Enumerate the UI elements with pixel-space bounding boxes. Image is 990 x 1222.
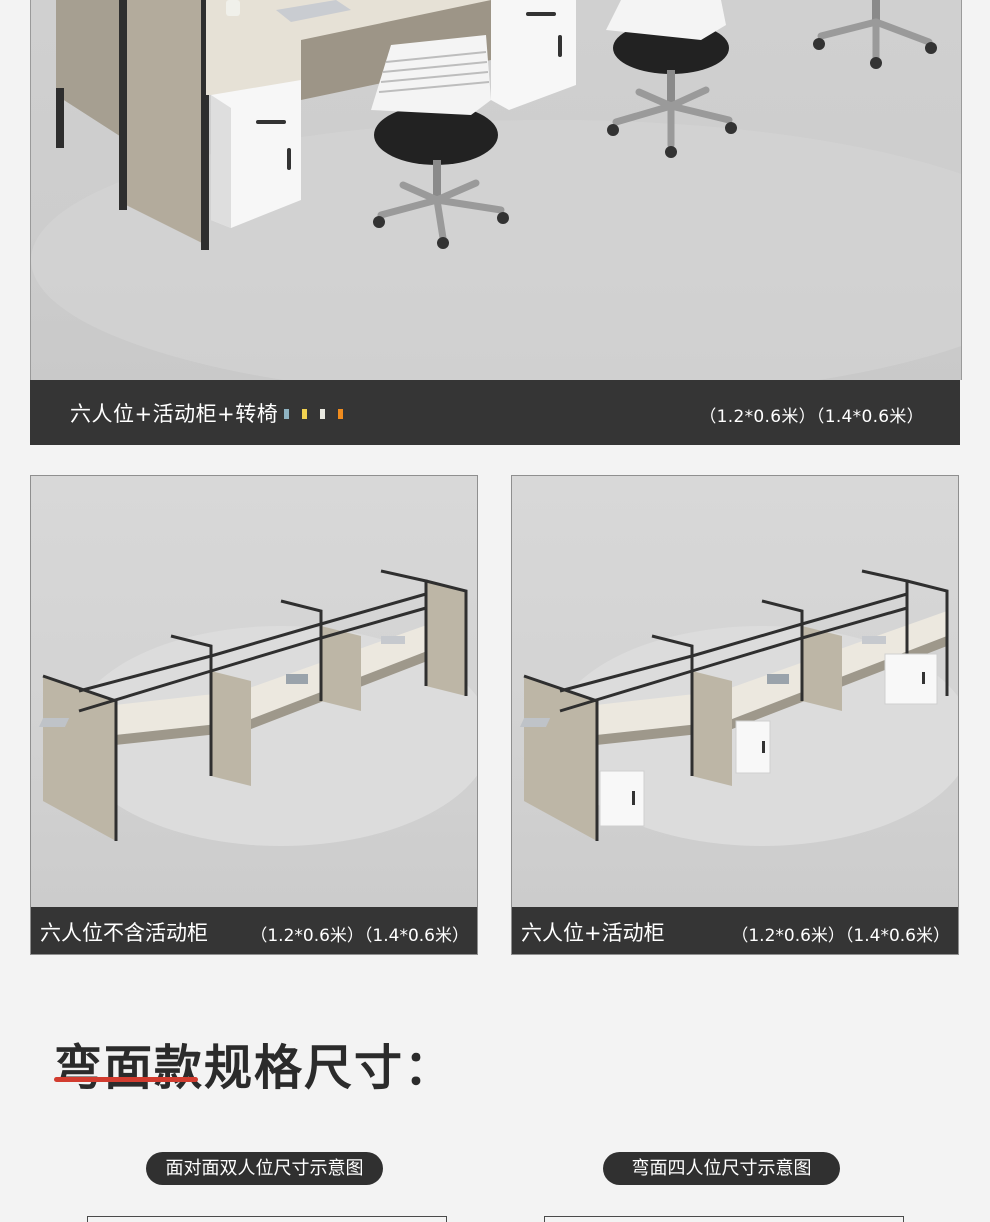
- color-swatches: [284, 409, 343, 419]
- diagram-label-face-to-face: 面对面双人位尺寸示意图: [146, 1152, 383, 1185]
- mobile-pedestal: [599, 653, 938, 827]
- hero-product-photo: [30, 0, 962, 380]
- panel-sizes: （1.2*0.6米）（1.4*0.6米）: [250, 926, 469, 946]
- office-chair: [606, 0, 737, 158]
- hero-sizes: （1.2*0.6米）（1.4*0.6米）: [699, 407, 924, 427]
- diagram-frame: [544, 1216, 904, 1222]
- panel-caption-bar: 六人位+活动柜 （1.2*0.6米）（1.4*0.6米）: [512, 907, 958, 954]
- color-swatch: [284, 409, 289, 419]
- product-panel-with-cabinet: 六人位+活动柜 （1.2*0.6米）（1.4*0.6米）: [511, 475, 959, 955]
- panel-caption-bar: 六人位不含活动柜 （1.2*0.6米）（1.4*0.6米）: [31, 907, 477, 954]
- workstation-illustration: [519, 569, 958, 846]
- diagram-frame: [87, 1216, 447, 1222]
- panel-caption: 六人位+活动柜: [521, 921, 665, 945]
- spec-heading: 弯面款规格尺寸：: [54, 1040, 455, 1096]
- hero-caption-bar: 六人位+活动柜+转椅 （1.2*0.6米）（1.4*0.6米）: [30, 380, 960, 445]
- heading-accent-underline: [54, 1077, 198, 1082]
- desk-cluster: [56, 0, 576, 250]
- color-swatch: [320, 409, 325, 419]
- diagram-label-curved-four: 弯面四人位尺寸示意图: [603, 1152, 840, 1185]
- product-photo: [31, 476, 477, 907]
- color-swatch: [338, 409, 343, 419]
- product-panel-no-cabinet: 六人位不含活动柜 （1.2*0.6米）（1.4*0.6米）: [30, 475, 478, 955]
- office-chair: [371, 35, 509, 249]
- office-chair: [813, 0, 937, 69]
- panel-caption: 六人位不含活动柜: [40, 921, 208, 945]
- workstation-illustration: [38, 569, 477, 846]
- color-swatch: [302, 409, 307, 419]
- hero-caption: 六人位+活动柜+转椅: [70, 402, 279, 426]
- hero-desk-illustration: [31, 0, 961, 380]
- product-photo: [512, 476, 958, 907]
- panel-sizes: （1.2*0.6米）（1.4*0.6米）: [731, 926, 950, 946]
